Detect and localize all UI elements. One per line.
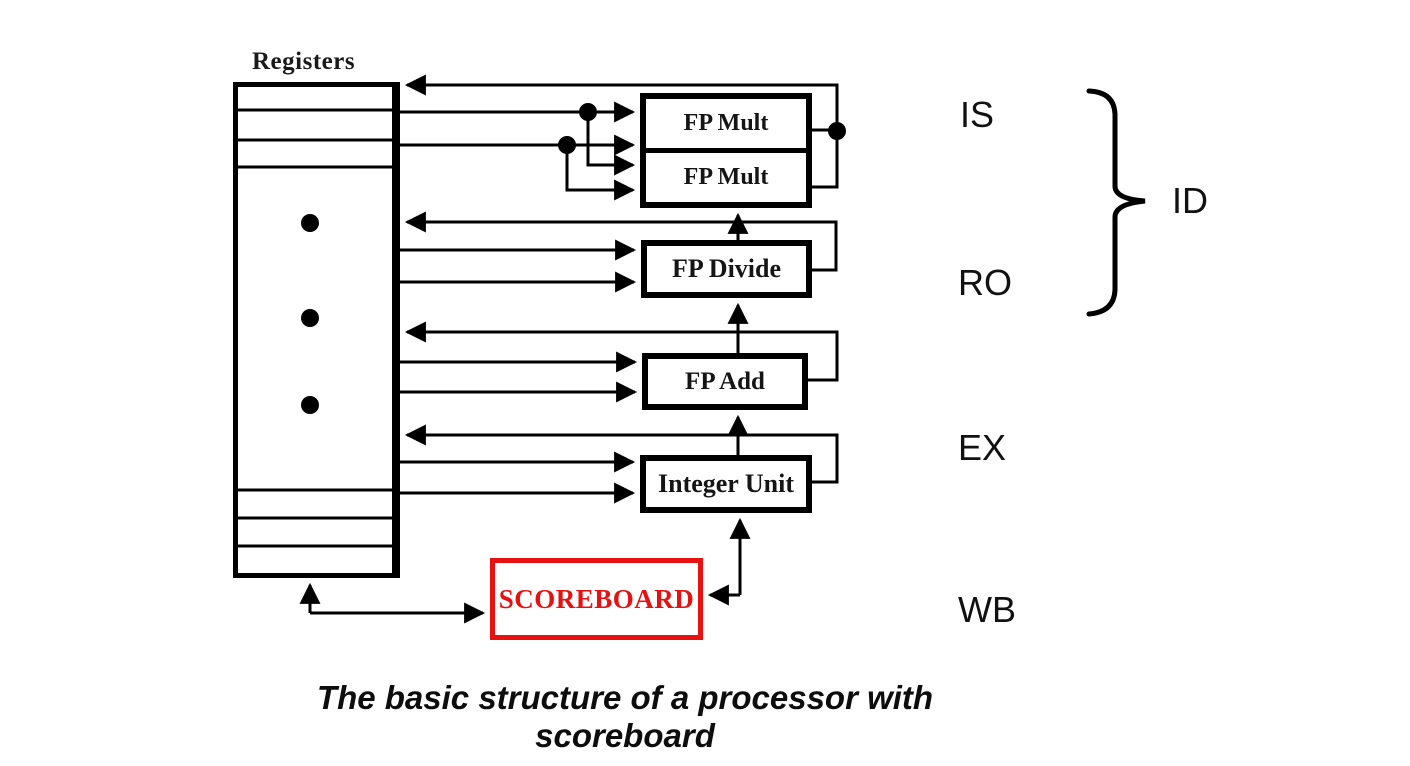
stage-label-ro: RO (958, 262, 1012, 303)
register-row-lines (236, 108, 396, 548)
fp-mult-stack: FP Mult FP Mult (640, 93, 812, 208)
stage-label-ex: EX (958, 427, 1007, 468)
junction-dots (301, 103, 846, 414)
operand-bus-lines (400, 101, 638, 504)
scoreboard-control-lines (707, 212, 751, 606)
stage-label-id: ID (1172, 180, 1208, 221)
stage-label-is: IS (960, 94, 995, 135)
fp-mult-2-box: FP Mult (646, 148, 806, 202)
fp-mult-1-box: FP Mult (683, 110, 769, 136)
id-stage-brace (1086, 88, 1146, 317)
registers-scoreboard-link (299, 582, 486, 624)
stage-label-wb: WB (958, 589, 1016, 630)
fp-divide-box: FP Divide (641, 240, 812, 298)
fp-add-box: FP Add (642, 353, 808, 410)
registers-title: Registers (252, 48, 356, 75)
registers-box (233, 82, 400, 578)
integer-unit-box: Integer Unit (640, 455, 812, 513)
scoreboard-box: SCOREBOARD (490, 558, 703, 640)
figure-caption: The basic structure of a processor with … (316, 679, 934, 754)
